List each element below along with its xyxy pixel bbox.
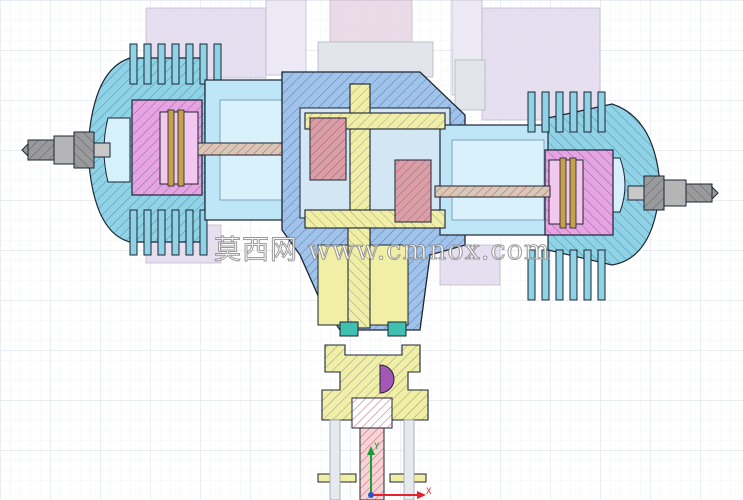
output-shaft [317,344,429,500]
crankshaft [304,83,446,329]
right-cylinder-bore [439,124,556,236]
right-cooling-fins [527,91,606,301]
bearings [309,117,432,337]
background-parts [145,0,601,286]
axis-triad-icon [367,446,426,499]
right-piston [544,149,614,236]
left-piston [131,99,203,196]
axis-y-label: Y [374,442,380,452]
spark-plug-left-icon [21,131,111,169]
right-connecting-rod [434,185,551,198]
spark-plug-right-icon [627,175,719,211]
axis-x-label: X [426,487,432,497]
watermark-text: 莫西网 www.cmnox.com [213,235,551,267]
left-cooling-fins [129,43,222,256]
